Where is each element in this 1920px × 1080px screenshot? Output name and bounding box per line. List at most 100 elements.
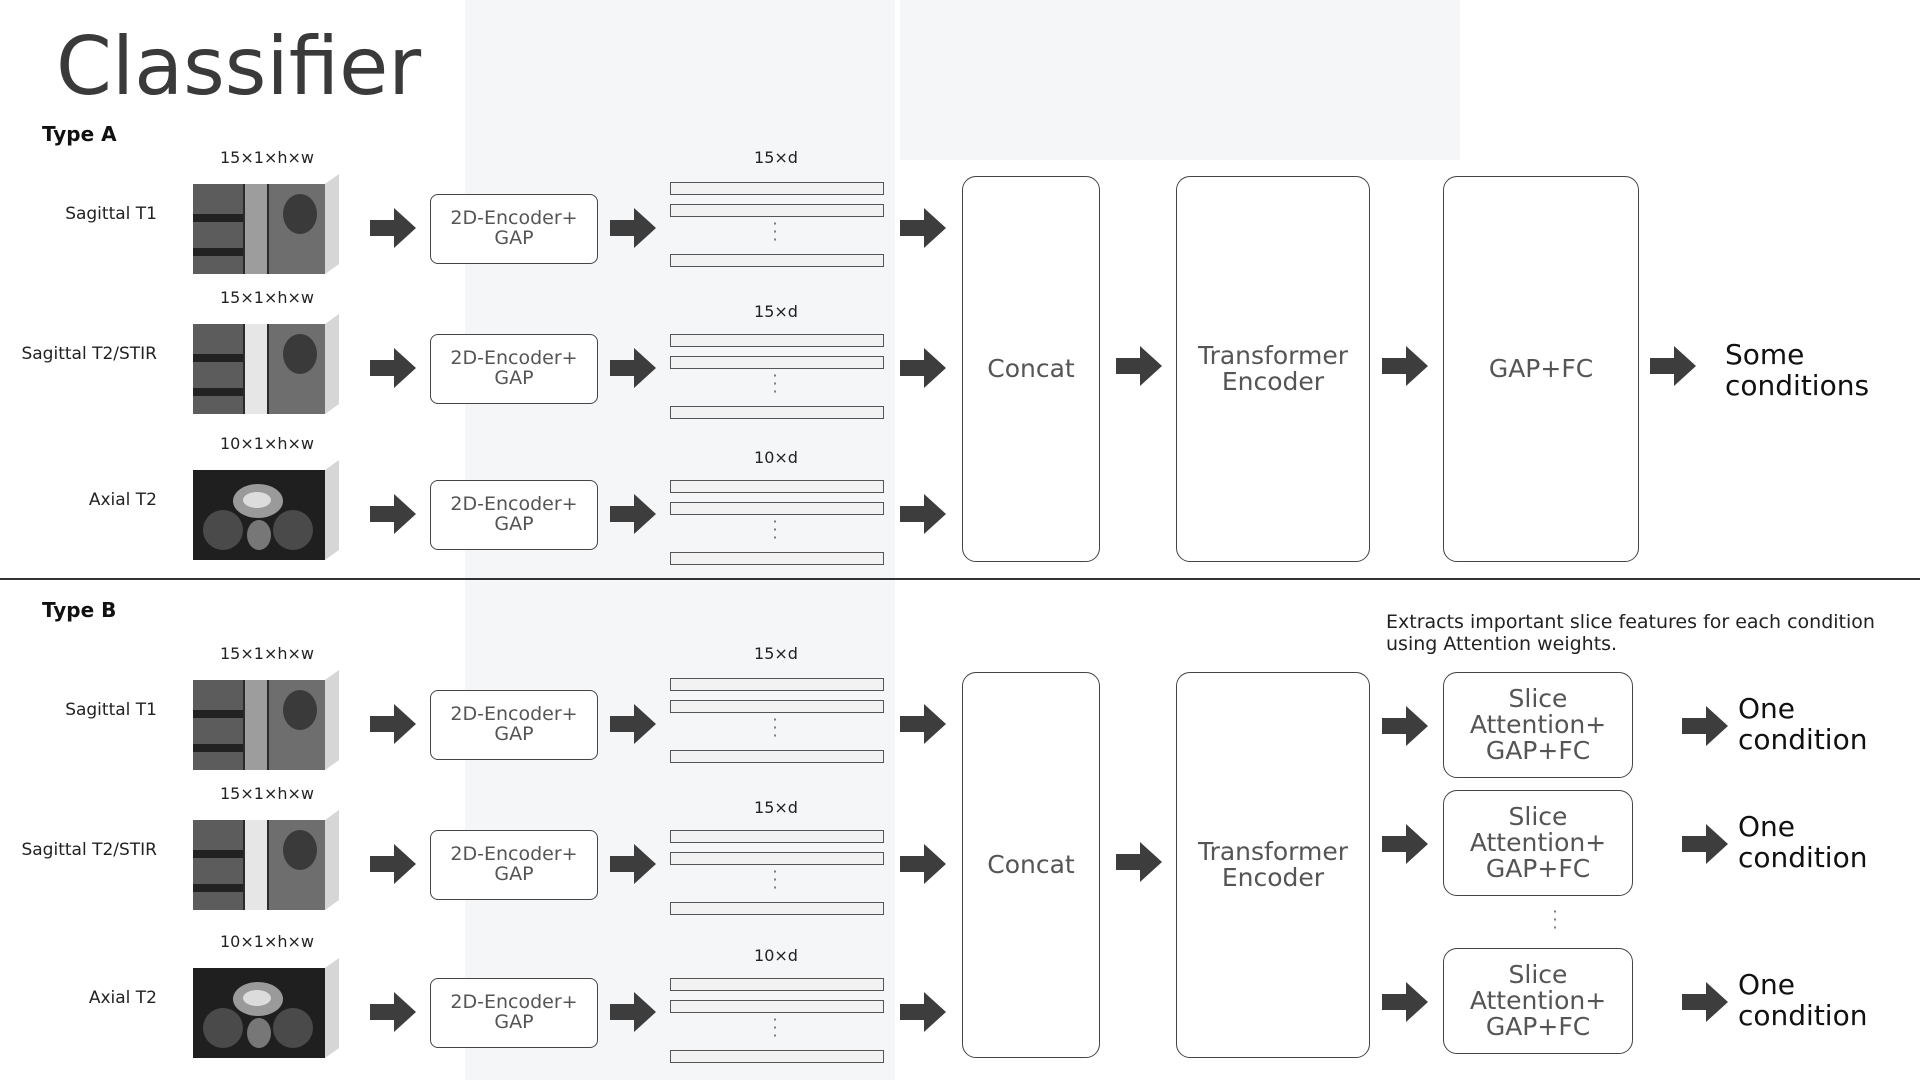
- mri-slice-stack-image: [193, 460, 339, 564]
- mri-slice-stack-image: [193, 810, 339, 914]
- feature-vector-bar: [670, 978, 884, 991]
- arrow-right-icon: [1382, 706, 1428, 746]
- arrow-right-icon: [1382, 982, 1428, 1022]
- background-watermark: [900, 0, 1460, 160]
- arrow-right-icon: [1682, 982, 1728, 1022]
- encoder-box: 2D-Encoder+ GAP: [430, 830, 598, 900]
- section-divider: [0, 578, 1920, 580]
- slice-attention-head-box: Slice Attention+ GAP+FC: [1443, 948, 1633, 1054]
- input-dimension-label: 15×1×h×w: [220, 148, 314, 167]
- row-label: Sagittal T2/STIR: [21, 344, 157, 364]
- mri-slice-stack-image: [193, 174, 339, 278]
- row-label: Axial T2: [88, 988, 157, 1008]
- feature-vector-bar: [670, 1000, 884, 1013]
- arrow-right-icon: [900, 208, 946, 248]
- arrow-right-icon: [610, 348, 656, 388]
- ellipsis-icon: ···: [772, 1010, 778, 1045]
- arrow-right-icon: [1116, 346, 1162, 386]
- attention-note: Extracts important slice features for ea…: [1386, 611, 1875, 655]
- ellipsis-icon: ···: [772, 710, 778, 745]
- encoder-box: 2D-Encoder+ GAP: [430, 194, 598, 264]
- arrow-right-icon: [1682, 706, 1728, 746]
- feature-vector-bar: [670, 552, 884, 565]
- encoder-box: 2D-Encoder+ GAP: [430, 978, 598, 1048]
- ellipsis-icon: ···: [772, 366, 778, 401]
- encoder-box: 2D-Encoder+ GAP: [430, 334, 598, 404]
- arrow-right-icon: [900, 494, 946, 534]
- feature-vector-bar: [670, 334, 884, 347]
- feature-vector-bar: [670, 1050, 884, 1063]
- row-label: Sagittal T1: [65, 700, 157, 720]
- concat-box: Concat: [962, 672, 1100, 1058]
- arrow-right-icon: [610, 704, 656, 744]
- input-dimension-label: 10×1×h×w: [220, 434, 314, 453]
- ellipsis-icon: ···: [772, 862, 778, 897]
- arrow-right-icon: [900, 704, 946, 744]
- section-label-type-b: Type B: [42, 598, 117, 622]
- input-dimension-label: 10×1×h×w: [220, 932, 314, 951]
- feature-vector-bar: [670, 406, 884, 419]
- mri-slice-stack-image: [193, 314, 339, 418]
- slice-attention-head-box: Slice Attention+ GAP+FC: [1443, 790, 1633, 896]
- arrow-right-icon: [610, 494, 656, 534]
- arrow-right-icon: [1116, 842, 1162, 882]
- arrow-right-icon: [370, 494, 416, 534]
- input-dimension-label: 15×1×h×w: [220, 288, 314, 307]
- feature-vector-bar: [670, 830, 884, 843]
- feature-vector-bar: [670, 852, 884, 865]
- arrow-right-icon: [1682, 824, 1728, 864]
- arrow-right-icon: [900, 844, 946, 884]
- feature-vector-bar: [670, 204, 884, 217]
- output-label: One condition: [1738, 968, 1868, 1032]
- output-label: One condition: [1738, 810, 1868, 874]
- ellipsis-icon: ···: [772, 512, 778, 547]
- arrow-right-icon: [610, 992, 656, 1032]
- page-title: Classifier: [56, 20, 422, 113]
- encoder-box: 2D-Encoder+ GAP: [430, 480, 598, 550]
- arrow-right-icon: [370, 348, 416, 388]
- feature-dimension-label: 15×d: [754, 644, 798, 663]
- feature-dimension-label: 10×d: [754, 448, 798, 467]
- arrow-right-icon: [370, 992, 416, 1032]
- concat-box: Concat: [962, 176, 1100, 562]
- input-dimension-label: 15×1×h×w: [220, 784, 314, 803]
- arrow-right-icon: [900, 992, 946, 1032]
- arrow-right-icon: [370, 844, 416, 884]
- feature-dimension-label: 15×d: [754, 798, 798, 817]
- arrow-right-icon: [1650, 346, 1696, 386]
- slice-attention-head-box: Slice Attention+ GAP+FC: [1443, 672, 1633, 778]
- gap-fc-box: GAP+FC: [1443, 176, 1639, 562]
- feature-dimension-label: 10×d: [754, 946, 798, 965]
- output-label: One condition: [1738, 692, 1868, 756]
- row-label: Sagittal T1: [65, 204, 157, 224]
- feature-vector-bar: [670, 254, 884, 267]
- input-dimension-label: 15×1×h×w: [220, 644, 314, 663]
- feature-dimension-label: 15×d: [754, 302, 798, 321]
- mri-slice-stack-image: [193, 670, 339, 774]
- arrow-right-icon: [370, 704, 416, 744]
- transformer-encoder-box: Transformer Encoder: [1176, 672, 1370, 1058]
- arrow-right-icon: [1382, 346, 1428, 386]
- feature-vector-bar: [670, 750, 884, 763]
- feature-vector-bar: [670, 480, 884, 493]
- arrow-right-icon: [1382, 824, 1428, 864]
- feature-dimension-label: 15×d: [754, 148, 798, 167]
- section-label-type-a: Type A: [42, 122, 117, 146]
- ellipsis-icon: ···: [772, 214, 778, 249]
- feature-vector-bar: [670, 182, 884, 195]
- feature-vector-bar: [670, 356, 884, 369]
- encoder-box: 2D-Encoder+ GAP: [430, 690, 598, 760]
- feature-vector-bar: [670, 678, 884, 691]
- feature-vector-bar: [670, 700, 884, 713]
- row-label: Sagittal T2/STIR: [21, 840, 157, 860]
- arrow-right-icon: [610, 208, 656, 248]
- arrow-right-icon: [610, 844, 656, 884]
- feature-vector-bar: [670, 502, 884, 515]
- mri-slice-stack-image: [193, 958, 339, 1062]
- row-label: Axial T2: [88, 490, 157, 510]
- transformer-encoder-box: Transformer Encoder: [1176, 176, 1370, 562]
- arrow-right-icon: [370, 208, 416, 248]
- feature-vector-bar: [670, 902, 884, 915]
- output-label: Some conditions: [1725, 338, 1870, 402]
- ellipsis-icon: ···: [1552, 902, 1558, 937]
